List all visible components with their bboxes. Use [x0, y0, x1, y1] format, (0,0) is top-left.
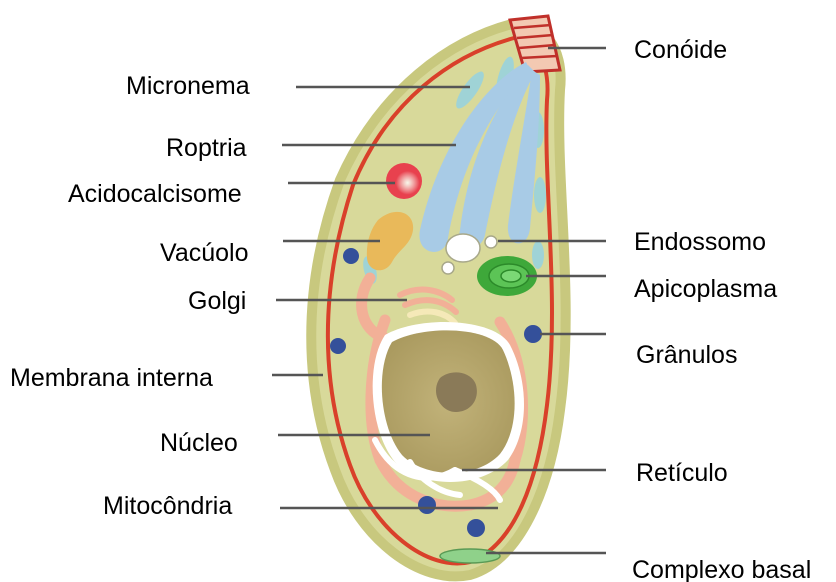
basal-complex [440, 549, 500, 563]
label-acidocalcisome: Acidocalcisome [68, 180, 242, 208]
label-complexo-basal: Complexo basal [632, 556, 811, 582]
acidocalcisome [386, 163, 422, 199]
label-granulos: Grânulos [636, 341, 737, 369]
label-mitocondria: Mitocôndria [103, 492, 232, 520]
label-golgi: Golgi [188, 287, 246, 315]
label-conoide: Conóide [634, 36, 727, 64]
label-endossomo: Endossomo [634, 228, 766, 256]
label-roptria: Roptria [166, 134, 247, 162]
label-micronema: Micronema [126, 72, 250, 100]
label-membrana-interna: Membrana interna [10, 364, 213, 392]
label-reticulo: Retículo [636, 459, 728, 487]
label-nucleo: Núcleo [160, 429, 238, 457]
label-apicoplasma: Apicoplasma [634, 275, 777, 303]
nucleus [373, 322, 524, 482]
label-vacuolo: Vacúolo [160, 239, 249, 267]
